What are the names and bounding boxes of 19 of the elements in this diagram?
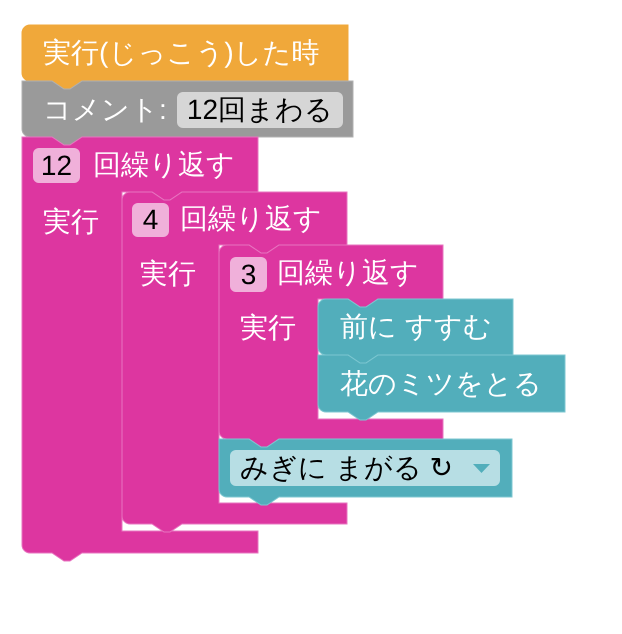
- block-label: 実行: [43, 206, 99, 238]
- statement-block: [318, 299, 513, 363]
- statement-block: [318, 355, 565, 420]
- block-label: コメント:: [43, 94, 167, 126]
- number-field: 12: [33, 148, 80, 183]
- block-label: 回繰り返す: [93, 149, 235, 181]
- block-label: 実行(じっこう)した時: [43, 37, 320, 69]
- block-label: 花のミツをとる: [340, 368, 542, 400]
- dropdown-field: みぎに まがる ↻: [230, 450, 500, 486]
- statement-block: [219, 439, 512, 505]
- event-block: [22, 25, 348, 89]
- block-label: 回繰り返す: [277, 257, 419, 289]
- number-field: 3: [230, 257, 267, 292]
- block-label: 前に すすむ: [340, 311, 492, 343]
- block-label: 実行: [140, 258, 196, 290]
- number-field: 4: [132, 203, 169, 237]
- block-label: 回繰り返す: [180, 203, 322, 235]
- comment-field: 12回まわる: [177, 92, 343, 128]
- block-label: 実行: [240, 312, 296, 344]
